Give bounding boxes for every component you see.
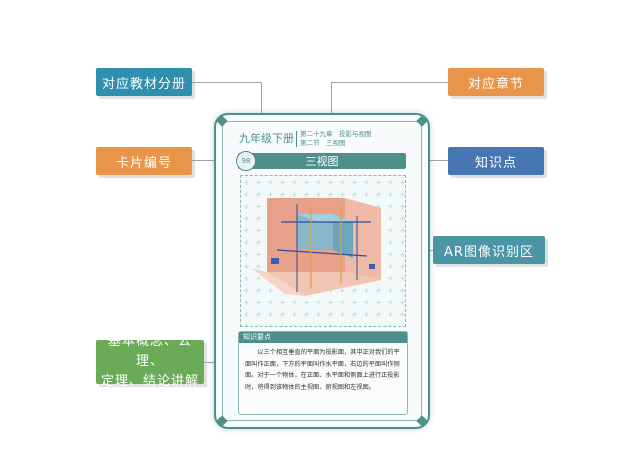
cube-front-face <box>297 214 333 250</box>
knowledge-card: 九年级下册 第二十九章 投影与视图 第二节 三视图 三视图 98 + <box>214 113 430 429</box>
three-view-illustration: + <box>241 176 405 326</box>
knowledge-point-box: 知识要点 以三个相互垂直的平面为投影面，其中正对我们的平面叫作正面，下方的平面叫… <box>238 331 408 415</box>
knowledge-point-tab: 知识要点 <box>239 332 407 343</box>
corner-marker <box>271 258 279 264</box>
knowledge-point-text: 以三个相互垂直的平面为投影面，其中正对我们的平面叫作正面，下方的平面叫作水平面，… <box>245 349 400 391</box>
card-grade: 九年级下册 <box>239 132 294 145</box>
header-divider <box>296 131 297 147</box>
callout-knowledge-point: 知识点 <box>448 147 544 175</box>
callout-concepts: 基本概念、公理、 定理、结论讲解 <box>96 334 204 389</box>
card-number-badge: 98 <box>236 151 256 171</box>
card-chapter-line2: 第二节 三视图 <box>300 139 346 147</box>
connector-volume-h <box>192 82 261 83</box>
callout-ar-area: AR图像识别区 <box>433 236 545 264</box>
ar-recognition-area: + <box>240 175 406 327</box>
side-projection-plane <box>345 198 381 280</box>
callout-textbook-volume: 对应教材分册 <box>96 68 192 96</box>
projection-line <box>276 249 368 257</box>
card-title: 三视图 <box>238 153 406 169</box>
card-inner-border <box>222 121 422 421</box>
card-chapter-line1: 第二十九章 投影与视图 <box>300 130 372 138</box>
callout-concepts-line1: 基本概念、公理、 <box>107 334 192 369</box>
connector-volume-v <box>261 82 262 132</box>
card-chapter: 第二十九章 投影与视图 第二节 三视图 <box>300 130 372 148</box>
knowledge-point-label: 知识要点 <box>243 333 271 341</box>
connector-chapter-h <box>331 82 448 83</box>
floor-extension <box>251 268 305 296</box>
corner-marker <box>369 264 375 269</box>
cube-side-face <box>333 214 353 258</box>
callout-card-number: 卡片编号 <box>96 147 192 175</box>
connector-number <box>192 160 234 161</box>
connector-chapter-v <box>331 82 332 130</box>
callout-chapter-section: 对应章节 <box>448 68 544 96</box>
callout-concepts-line2: 定理、结论讲解 <box>100 374 199 389</box>
